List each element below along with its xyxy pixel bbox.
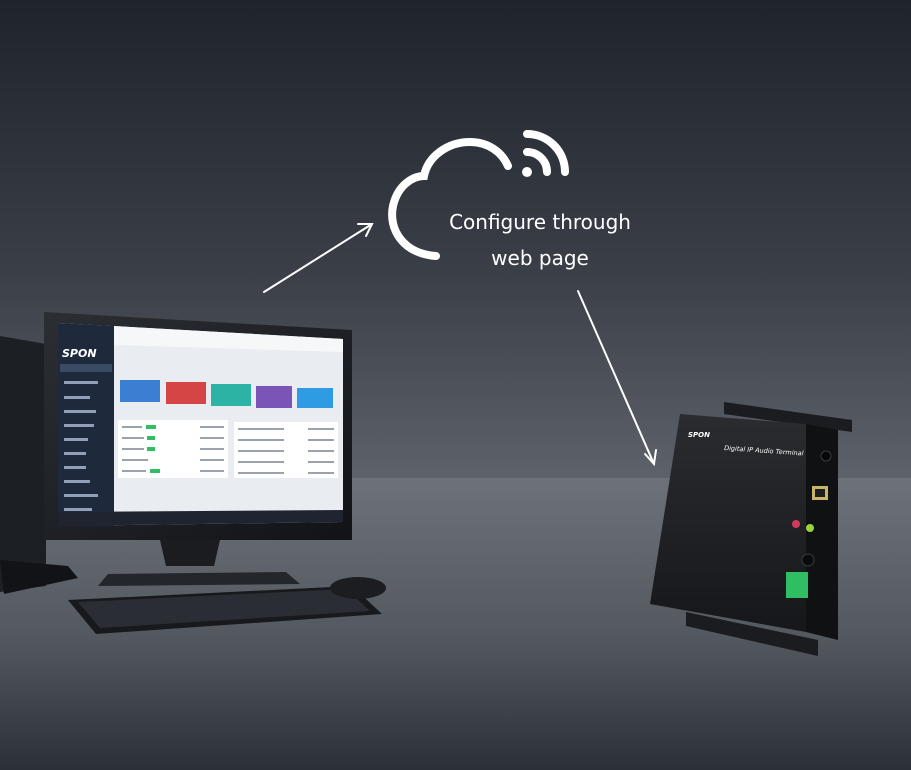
tile-blue [120, 380, 160, 402]
terminal-block [786, 572, 808, 598]
tile-sky [297, 388, 333, 408]
arrow-down-right-icon [577, 290, 657, 467]
caption-line-2: web page [491, 246, 589, 270]
audio-jack-green [806, 524, 814, 532]
mouse [330, 577, 386, 599]
caption-line-1: Configure through [449, 210, 631, 234]
audio-jack-red [792, 520, 800, 528]
arrow-up-right-icon [263, 223, 374, 293]
caption: Configure through web page [424, 204, 656, 276]
audio-terminal-device: SPON Digital IP Audio Terminal [650, 402, 852, 656]
tile-red [166, 382, 206, 404]
keyboard [68, 586, 382, 634]
device-spon-logo: SPON [688, 431, 710, 439]
computer-tower [0, 336, 78, 594]
monitor-spon-logo: SPON [62, 347, 97, 360]
tile-teal [211, 384, 251, 406]
monitor: SPON [44, 312, 352, 586]
cloud-icon [388, 137, 512, 260]
tile-purple [256, 386, 292, 408]
wifi-signal-icon [522, 130, 569, 177]
